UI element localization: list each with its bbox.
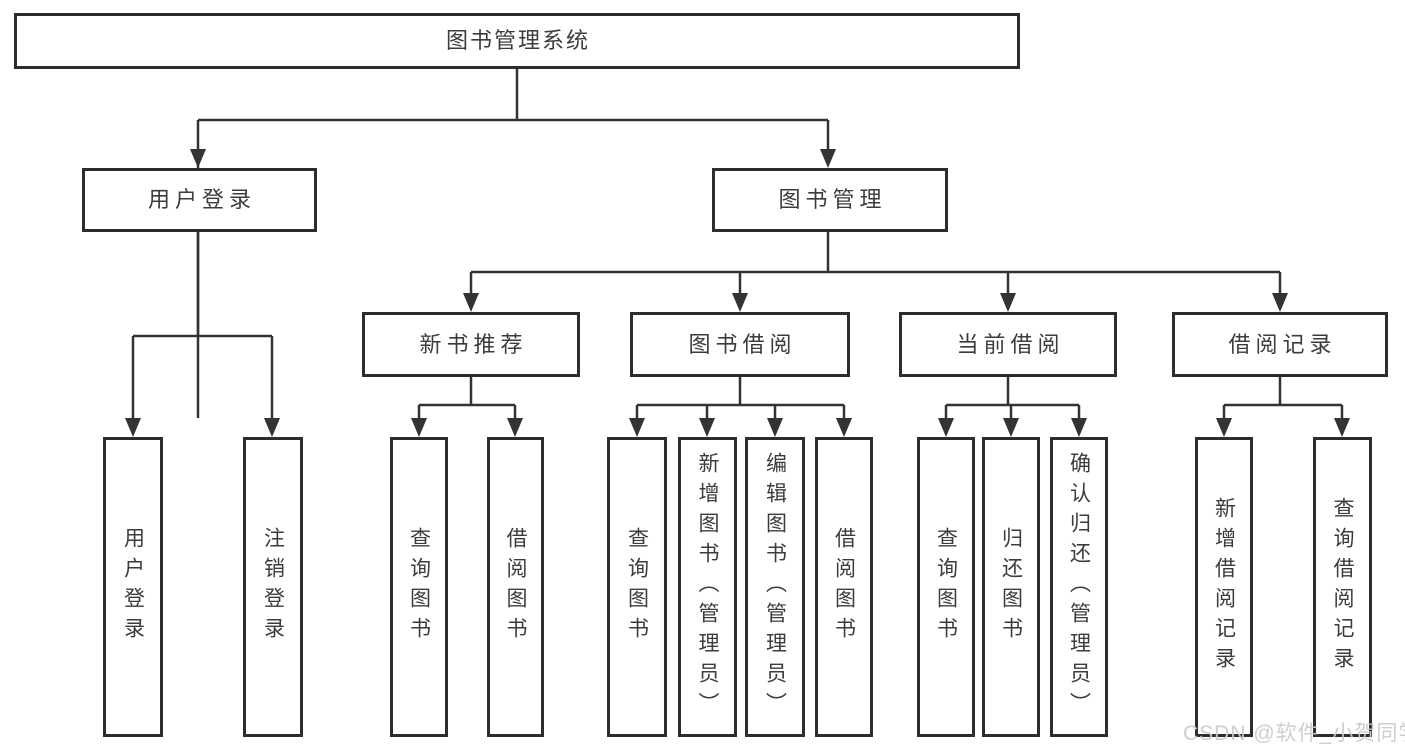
arrowhead-login — [190, 149, 206, 168]
arrowhead-leaf-cb-query — [938, 418, 954, 437]
arrowhead-leaf-br-query — [1334, 418, 1350, 437]
arrowhead-leaf-br-add — [1216, 418, 1232, 437]
leaf-current-confirm-return-admin: 确认归还（管理员） — [1050, 437, 1108, 737]
connector-borrow-children — [635, 377, 846, 418]
node-root-label: 图书管理系统 — [445, 28, 590, 53]
leaf-records-add-record: 新增借阅记录 — [1195, 437, 1253, 737]
leaf-user-login: 用户登录 — [103, 437, 163, 737]
leaf-borrow-query-books: 查询图书 — [607, 437, 667, 737]
leaf-current-return-books: 归还图书 — [982, 437, 1040, 737]
connector-bookmgmt-children — [469, 232, 1282, 293]
arrowhead-leaf-cb-confirm — [1071, 418, 1087, 437]
leaf-logout: 注销登录 — [243, 437, 303, 737]
node-current-borrow: 当前借阅 — [899, 312, 1117, 377]
leaf-logout-label: 注销登录 — [261, 527, 285, 647]
connector-strokes — [196, 68, 830, 418]
leaf-newbook-borrow-books: 借阅图书 — [487, 437, 544, 737]
leaf-borrow-edit-books-admin-label: 编辑图书（管理员） — [763, 452, 787, 722]
connector-root-to-level2 — [196, 68, 830, 418]
leaf-records-query-record-label: 查询借阅记录 — [1331, 497, 1354, 677]
node-new-book-recommend: 新书推荐 — [362, 312, 580, 377]
node-book-management: 图书管理 — [712, 168, 948, 232]
leaf-current-return-books-label: 归还图书 — [999, 527, 1023, 647]
arrowhead-newbook — [463, 293, 479, 312]
arrowhead-leaf-bb-borrow — [836, 418, 852, 437]
leaf-borrow-borrow-books: 借阅图书 — [815, 437, 873, 737]
connector-branches — [131, 232, 1344, 418]
connector-current-children — [944, 377, 1081, 418]
arrowhead-leaf-cb-return — [1003, 418, 1019, 437]
connector-newbook-children — [417, 377, 517, 418]
leaf-newbook-query-books: 查询图书 — [390, 437, 448, 737]
leaf-current-confirm-return-admin-label: 确认归还（管理员） — [1067, 452, 1091, 722]
arrowhead-currentborrow — [1000, 293, 1016, 312]
leaf-current-query-books: 查询图书 — [917, 437, 975, 737]
arrowhead-leaf-bb-add — [699, 418, 715, 437]
leaf-borrow-add-books-admin-label: 新增图书（管理员） — [696, 452, 719, 722]
connector-records-children — [1222, 377, 1344, 418]
arrowhead-leaf-bb-edit — [767, 418, 783, 437]
leaf-newbook-borrow-books-label: 借阅图书 — [504, 527, 527, 647]
node-borrow-records-label: 借阅记录 — [1228, 331, 1337, 357]
node-user-login: 用户登录 — [82, 168, 317, 232]
arrowheads — [125, 149, 1350, 437]
csdn-watermark: CSDN @软件_小贺同学 — [1183, 722, 1405, 745]
node-current-borrow-label: 当前借阅 — [956, 331, 1065, 357]
leaf-borrow-borrow-books-label: 借阅图书 — [832, 527, 856, 647]
leaf-borrow-add-books-admin: 新增图书（管理员） — [678, 437, 737, 737]
node-borrow-records: 借阅记录 — [1172, 312, 1388, 377]
node-book-borrow: 图书借阅 — [630, 312, 850, 377]
leaf-user-login-label: 用户登录 — [121, 527, 145, 647]
leaf-newbook-query-books-label: 查询图书 — [407, 527, 431, 647]
arrowhead-bookborrow — [732, 293, 748, 312]
node-user-login-label: 用户登录 — [147, 187, 256, 212]
arrowhead-bookmgmt — [820, 149, 836, 168]
arrowhead-leaf-bb-query — [629, 418, 645, 437]
node-new-book-recommend-label: 新书推荐 — [419, 331, 528, 357]
connector-login-children — [131, 232, 274, 418]
node-book-borrow-label: 图书借阅 — [688, 331, 797, 357]
arrowhead-borrowrecords — [1272, 293, 1288, 312]
arrowhead-leaf-logout — [264, 418, 280, 437]
arrowhead-leaf-nb-query — [411, 418, 427, 437]
node-root: 图书管理系统 — [14, 13, 1020, 69]
arrowhead-leaf-user-login — [125, 418, 141, 437]
arrowhead-leaf-nb-borrow — [507, 418, 523, 437]
leaf-borrow-query-books-label: 查询图书 — [625, 527, 649, 647]
leaf-records-add-record-label: 新增借阅记录 — [1212, 497, 1236, 677]
node-book-management-label: 图书管理 — [778, 187, 887, 212]
leaf-borrow-edit-books-admin: 编辑图书（管理员） — [745, 437, 805, 737]
leaf-records-query-record: 查询借阅记录 — [1313, 437, 1372, 737]
leaf-current-query-books-label: 查询图书 — [934, 527, 958, 647]
